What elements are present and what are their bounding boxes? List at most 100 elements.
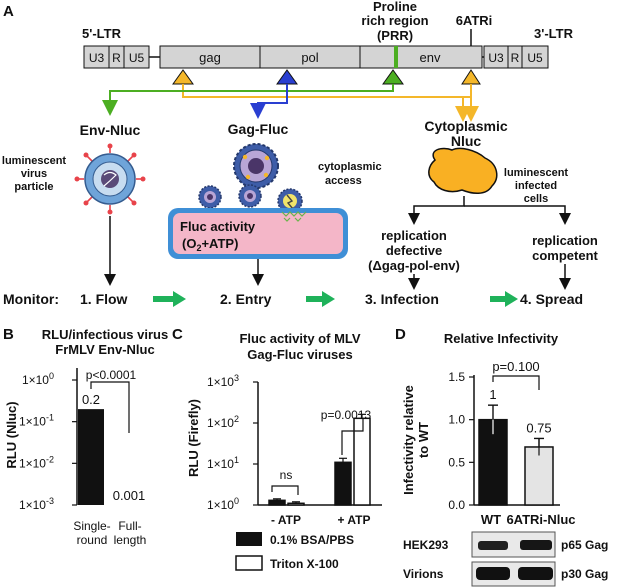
rep-comp-2: competent: [532, 248, 598, 263]
env-nluc-virus-icon: [74, 143, 146, 215]
blot-row-hek293: HEK293: [403, 538, 449, 552]
panel-c-ytick-label: 1×103: [207, 373, 239, 389]
panel-c-ytick-label: 1×102: [207, 414, 239, 430]
panel-c-bars: [268, 413, 371, 506]
panel-b: B RLU/infectious virus FrMLV Env-Nluc RL…: [3, 326, 168, 547]
genome-map: U3 R U5 gag pol env U3 R U5: [83, 45, 549, 69]
panel-c-bar: [287, 502, 305, 506]
prr-label-2: rich region: [361, 13, 428, 28]
cyto-access-2: access: [325, 175, 362, 187]
panel-d-cat2: 6ATRi-Nluc: [506, 512, 575, 527]
green-arrow-1: [153, 291, 186, 307]
prr-marker: [394, 46, 398, 68]
panel-d-data-label: 1: [489, 387, 496, 402]
step-flow: 1. Flow: [80, 291, 128, 307]
panel-c-ytick-label: 1×101: [207, 455, 239, 471]
panel-b-cat1-2: round: [77, 533, 108, 547]
panel-b-title-1: RLU/infectious virus: [42, 327, 168, 342]
panel-d-ytick-label: 0.0: [448, 498, 465, 512]
panel-c-yticks: 1×100 1×101 1×102 1×103: [207, 373, 258, 512]
green-arrow-2: [306, 291, 335, 307]
lum-virus-3: particle: [14, 181, 53, 193]
panel-b-ylabel: RLU (Nluc): [4, 401, 19, 468]
panel-c-sig-bracket: [341, 419, 364, 455]
blot-band-atri-p65: [520, 540, 552, 550]
panel-d-ytick-label: 1.0: [448, 413, 465, 427]
panel-d-yticks: 1.51.00.50.0: [448, 370, 474, 512]
panel-d-ytick-label: 1.5: [448, 370, 465, 384]
atri-label: 6ATRi: [456, 13, 493, 28]
ltr3-u5-label: U5: [527, 51, 543, 65]
panel-d: D Relative Infectivity Infectivity relat…: [395, 326, 608, 587]
panel-c-ns-bracket: [271, 485, 299, 495]
lum-cells-1: luminescent: [504, 167, 569, 179]
gag-orange-marker: [172, 69, 194, 85]
rep-comp-1: replication: [532, 233, 598, 248]
legend-swatch-triton: [235, 555, 263, 571]
panel-c-title-1: Fluc activity of MLV: [239, 331, 360, 346]
atri-orange-marker: [461, 69, 481, 85]
panel-d-ylabel-1: Infectivity relative: [401, 385, 416, 495]
ltr5-u3-label: U3: [89, 51, 105, 65]
host-cell: Fluc activity (O2+ATP): [168, 208, 348, 259]
green-arrow-3: [490, 291, 518, 307]
panel-c-pvalue: p=0.0013: [321, 408, 372, 422]
panel-b-bar: [78, 409, 104, 505]
gag-fluc-virus-small-2: [238, 184, 262, 208]
step-spread: 4. Spread: [520, 291, 583, 307]
cyto-nluc-blob: [428, 147, 498, 194]
blot-band-wt-p65: [478, 541, 508, 550]
panel-b-data-label: 0.2: [82, 392, 100, 407]
gag-fluc-title: Gag-Fluc: [228, 121, 289, 137]
panel-c-bar: [268, 499, 286, 506]
cyto-nluc-title-2: Nluc: [451, 133, 482, 149]
gag-fluc-virus-small-1: [198, 185, 222, 209]
prr-label-3: (PRR): [377, 28, 413, 43]
env-nluc-title: Env-Nluc: [80, 122, 141, 138]
panel-c: C Fluc activity of MLV Gag-Fluc viruses …: [172, 326, 382, 571]
cyto-nluc-title-1: Cytoplasmic: [424, 118, 507, 134]
panel-c-ns: ns: [280, 468, 293, 482]
gag-fluc-virus-large: [233, 143, 279, 189]
panel-b-bars: 0.2 0.001: [78, 392, 145, 505]
legend-bsa: 0.1% BSA/PBS: [270, 533, 354, 547]
cyto-access-1: cytoplasmic: [318, 161, 382, 173]
ltr3-r-label: R: [511, 51, 520, 65]
gene-env: env: [420, 50, 441, 65]
lum-virus-1: luminescent: [2, 155, 67, 167]
panel-c-cat2: + ATP: [337, 513, 370, 527]
legend-swatch-bsa: [236, 532, 262, 546]
ltr3-u3-label: U3: [488, 51, 504, 65]
panel-b-ytick-label: 1×10-3: [19, 496, 54, 512]
gag-fluc-virus-fusing: [277, 188, 303, 214]
panel-b-cat2-2: length: [114, 533, 147, 547]
panel-d-cat1: WT: [481, 512, 501, 527]
green-link: [102, 84, 394, 116]
panel-d-bar: [524, 446, 554, 506]
ltr3-label: 3'-LTR: [534, 26, 574, 41]
ltr5-r-label: R: [112, 51, 121, 65]
panel-b-letter: B: [3, 326, 14, 343]
panel-a-letter: A: [3, 3, 14, 20]
panel-c-letter: C: [172, 326, 183, 343]
rep-def-3: (Δgag-pol-env): [368, 258, 460, 273]
panel-c-ytick-label: 1×100: [207, 496, 239, 512]
arrow-to-defective: [408, 196, 465, 225]
rep-def-2: defective: [386, 243, 442, 258]
panel-b-data-label: 0.001: [113, 488, 146, 503]
blot-band-wt-p30: [476, 567, 510, 580]
blot-band-label-p30: p30 Gag: [561, 567, 608, 581]
lum-cells-3: cells: [524, 193, 548, 205]
blot-row-virions: Virions: [403, 567, 444, 581]
legend-triton: Triton X-100: [270, 557, 339, 571]
panel-d-pvalue: p=0.100: [492, 359, 539, 374]
step-entry: 2. Entry: [220, 291, 272, 307]
fluc-activity-1: Fluc activity: [180, 219, 256, 234]
blot-band-atri-p30: [518, 567, 553, 580]
panel-a: A 5'-LTR 3'-LTR Proline rich region (PRR…: [2, 0, 599, 307]
gag-blue-marker: [276, 69, 298, 85]
prr-label-1: Proline: [373, 0, 417, 14]
panel-c-bar: [334, 461, 352, 506]
